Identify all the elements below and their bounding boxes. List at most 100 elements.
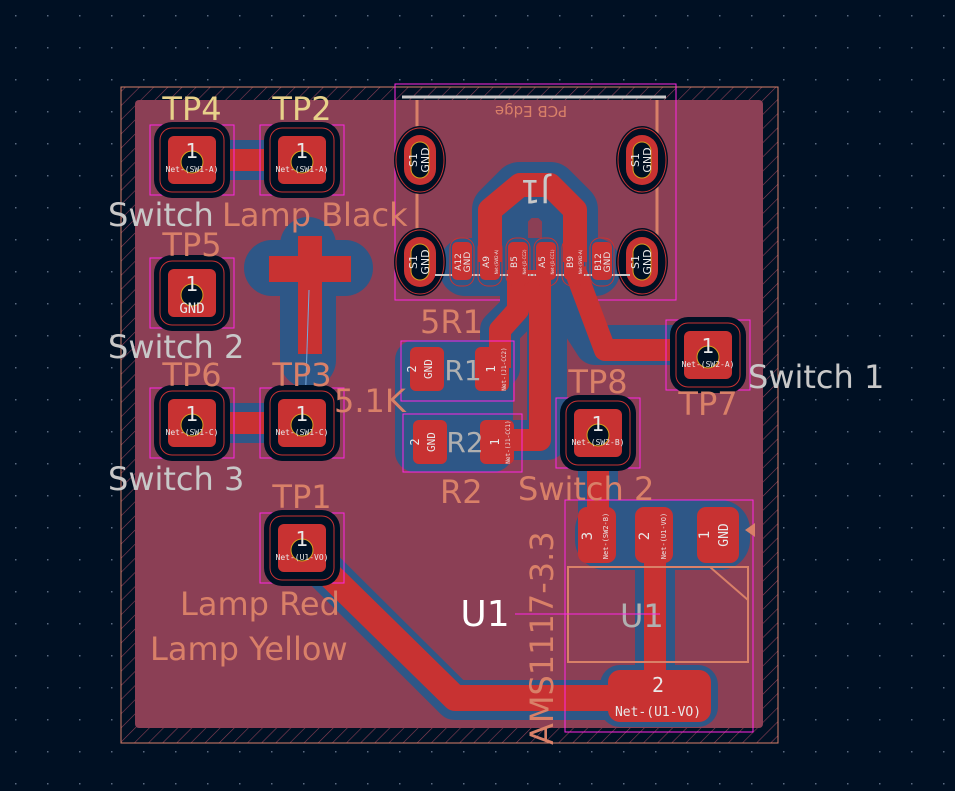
- fiducial-cross: [269, 236, 351, 354]
- label-switch-3: Switch 3: [108, 460, 244, 498]
- usb-pad-name: A9: [482, 256, 492, 268]
- j1-ref: J1: [520, 172, 552, 210]
- pad-number: 1: [186, 402, 199, 426]
- r1-footprint[interactable]: 2 GND 1 Net-(J1-CC2) R1: [400, 340, 515, 402]
- shield-pad-net: GND: [641, 147, 654, 172]
- usb-pad-net: Net-(SW2-A): [578, 249, 583, 274]
- r1-pad2-net: GND: [422, 359, 435, 379]
- u1-pad2-net: Net-(U1-VO): [660, 513, 668, 559]
- label-switch-2-left: Switch 2: [108, 328, 244, 366]
- r2-fab-ref: R2: [446, 426, 483, 459]
- pad-number: 1: [592, 412, 605, 436]
- pcb-edge-label: PCB Edge: [495, 102, 567, 120]
- tp-ref-label: TP8: [567, 363, 627, 401]
- r2-ref: R2: [440, 473, 483, 511]
- pad-net: GND: [179, 301, 204, 317]
- r1-pad1-num: 1: [484, 365, 498, 372]
- usb-pad-net: Net-(J1-CC2): [522, 249, 527, 274]
- shield-pad-net: GND: [419, 147, 432, 172]
- usb-pad-net: GND: [603, 252, 613, 273]
- tp-ref-label: TP4: [161, 90, 221, 128]
- shield-pad-name: S1: [407, 153, 420, 167]
- label-switch: Switch: [108, 196, 214, 234]
- r2-pad2-net: GND: [425, 432, 438, 452]
- u1-pad1-num: 1: [697, 531, 713, 539]
- tp-ref-label: TP7: [677, 385, 737, 423]
- r2-footprint[interactable]: 2 GND 1 Net-(J1-CC1) R2: [402, 413, 523, 473]
- usb-pad-net: Net-(SW2-A): [494, 249, 499, 274]
- pad-net: Net-(SW1-C): [276, 428, 329, 437]
- label-lamp-red: Lamp Red: [180, 585, 340, 623]
- tp-ref-label: TP1: [271, 478, 331, 516]
- u1-fab-ref: U1: [620, 597, 664, 635]
- u1-pad3-num: 3: [580, 532, 596, 540]
- u1-pad1-net: GND: [717, 523, 732, 547]
- label-lamp-yellow: Lamp Yellow: [150, 630, 348, 668]
- u1-value: AMS1117-3.3: [523, 531, 561, 745]
- pad-net: Net-(SW2-B): [572, 438, 625, 447]
- u1-tab-net: Net-(U1-VO): [615, 705, 701, 720]
- shield-pad-net: GND: [419, 249, 432, 274]
- r2-pad2-num: 2: [408, 438, 422, 445]
- tp-ref-label: TP2: [271, 90, 331, 128]
- u1-pad2-num: 2: [637, 532, 653, 540]
- tp-ref-label: TP5: [161, 226, 221, 264]
- r2-pad1-net: Net-(J1-CC1): [505, 420, 512, 463]
- label-lamp-black: Lamp Black: [222, 196, 408, 234]
- usb-pad-name: A5: [538, 256, 548, 268]
- pad-number: 1: [296, 402, 309, 426]
- usb-pad-net: GND: [463, 252, 473, 273]
- usb-pad-name: A12: [454, 253, 464, 271]
- pad-number: 1: [296, 139, 309, 163]
- shield-pad-name: S1: [629, 153, 642, 167]
- r1-value-top: 5R1: [420, 303, 483, 341]
- u1-pad3-net: Net-(SW2-B): [602, 513, 610, 559]
- r1-pad2-num: 2: [405, 365, 419, 372]
- test-points: 1Net-(SW1-A)TP41Net-(SW1-A)TP21GNDTP51Ne…: [149, 90, 751, 586]
- u1-ref: U1: [460, 594, 509, 635]
- usb-pad-name: B5: [510, 256, 520, 268]
- pad-net: Net-(SW1-A): [276, 165, 329, 174]
- u1-footprint[interactable]: 3 Net-(SW2-B) 2 Net-(U1-VO) 1 GND 2 Net-…: [460, 499, 755, 745]
- r1-pad1-net: Net-(J1-CC2): [501, 347, 508, 390]
- u1-tab-num: 2: [652, 673, 664, 697]
- tp-ref-label: TP3: [271, 356, 331, 394]
- usb-pad-net: Net-(J1-CC1): [550, 249, 555, 274]
- tp-ref-label: TP6: [161, 356, 221, 394]
- r1-value: 5.1K: [334, 382, 407, 420]
- label-switch-1: Switch 1: [748, 358, 884, 396]
- shield-pad-name: S1: [629, 255, 642, 269]
- pad-number: 1: [186, 272, 199, 296]
- pad-net: Net-(SW2-A): [682, 360, 735, 369]
- label-switch-2-right: Switch 2: [518, 470, 654, 508]
- pad-number: 1: [296, 527, 309, 551]
- r2-pad1-num: 1: [488, 438, 502, 445]
- pad-number: 1: [186, 139, 199, 163]
- usb-pad-name: B12: [594, 253, 604, 271]
- usb-pad-name: B9: [566, 256, 576, 268]
- pad-net: Net-(SW1-C): [166, 428, 219, 437]
- pad-net: Net-(SW1-A): [166, 165, 219, 174]
- shield-pad-net: GND: [641, 249, 654, 274]
